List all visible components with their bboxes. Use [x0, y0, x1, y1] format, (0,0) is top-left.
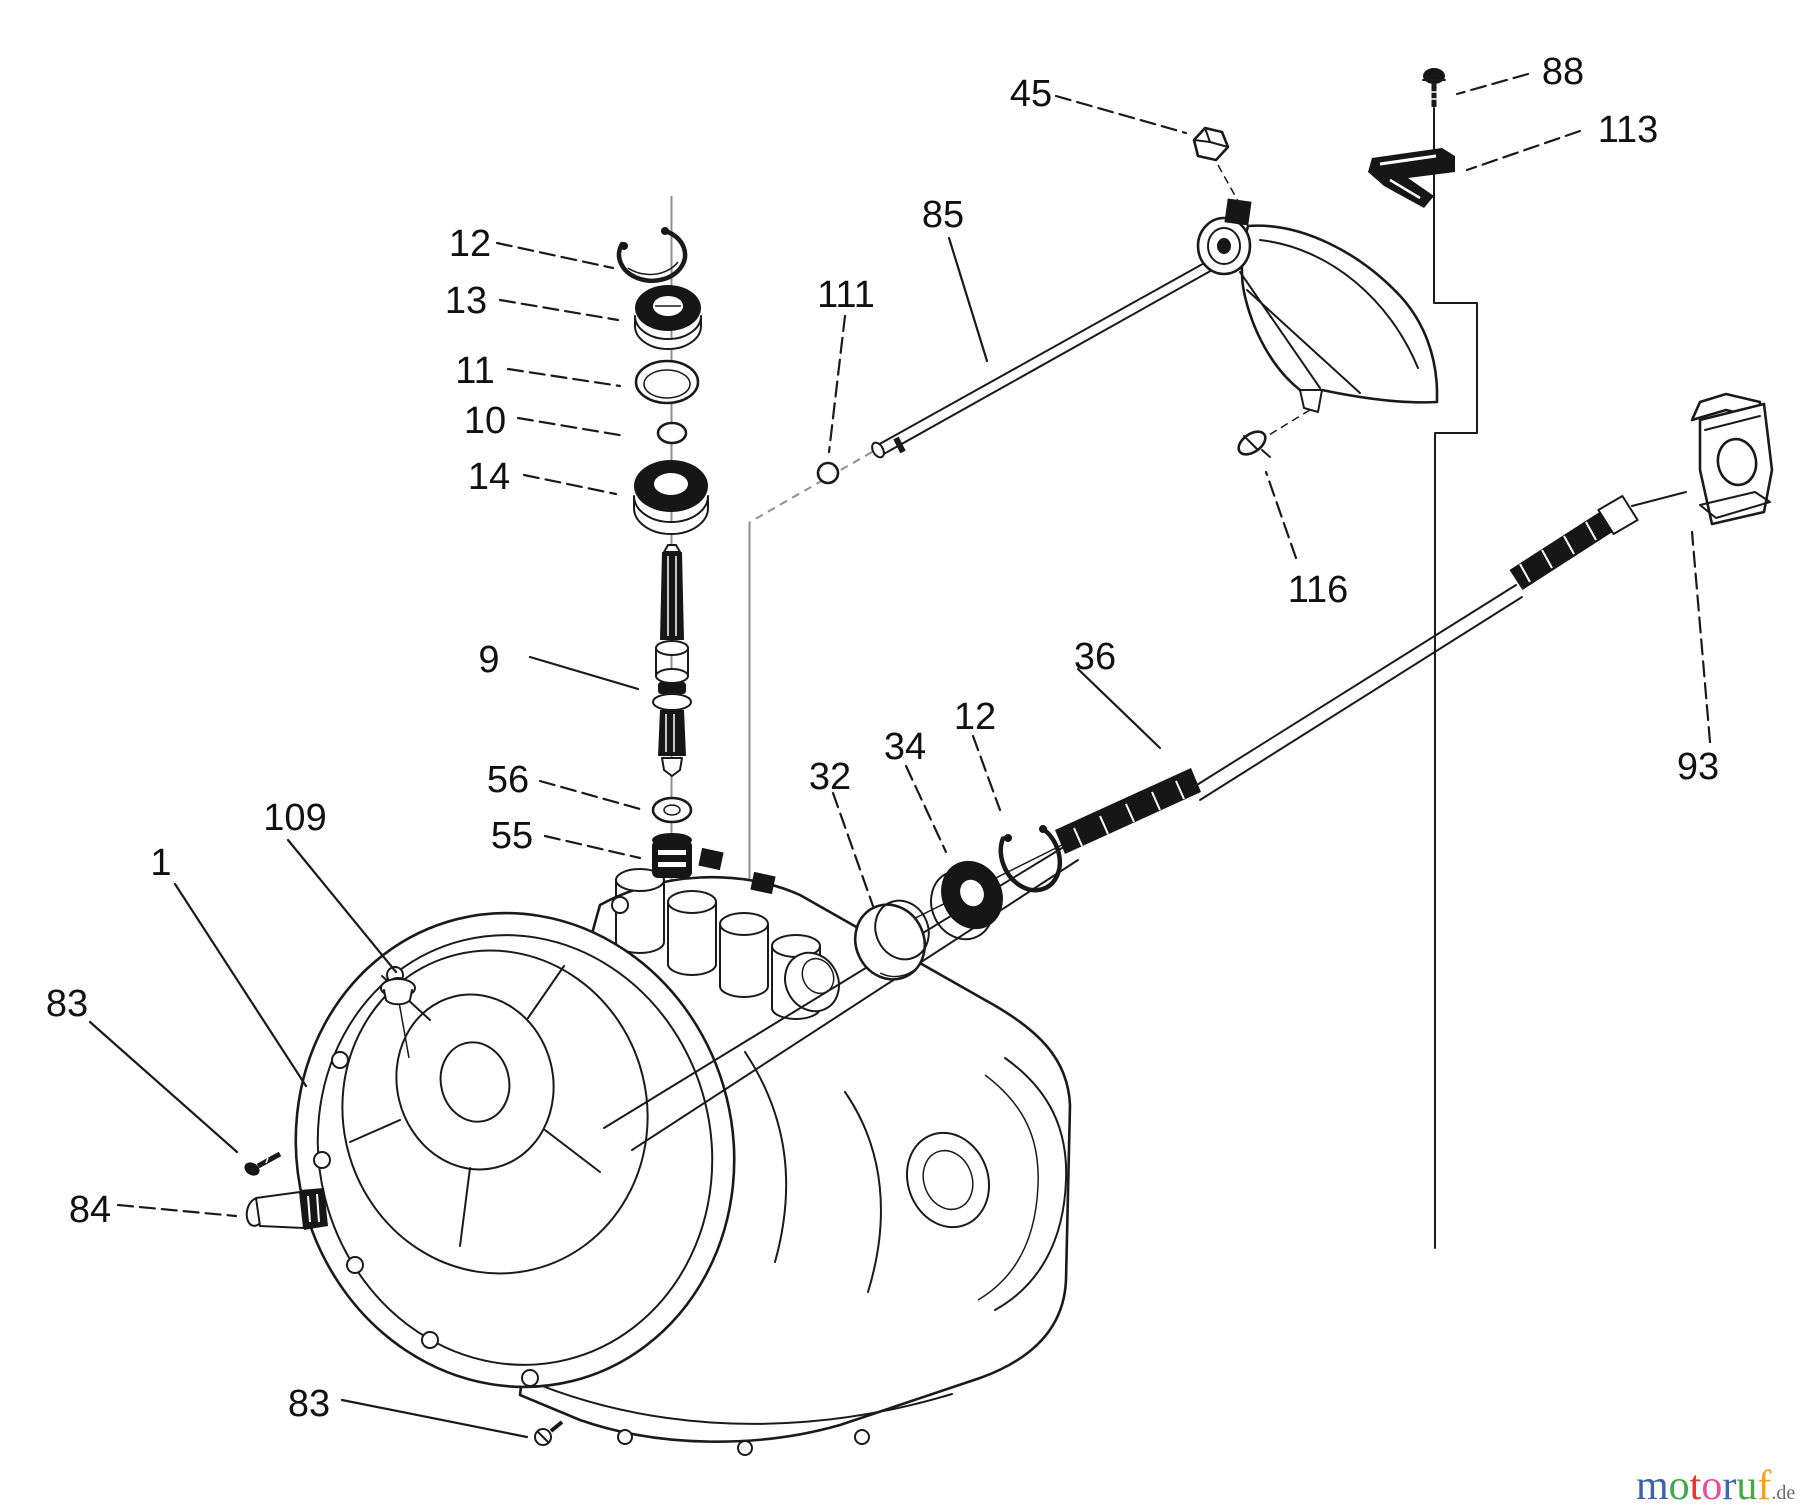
part-label-111: 111: [817, 274, 875, 316]
leader-36: [1076, 667, 1162, 750]
ring-11: [634, 359, 700, 405]
washer-10: [656, 421, 688, 445]
part-label-45: 45: [1010, 73, 1052, 115]
leader-lines: [88, 72, 1712, 1439]
leader-56: [538, 779, 642, 811]
leader-13: [498, 298, 620, 322]
part-label-12-top: 12: [449, 223, 491, 265]
screw-88: [1422, 68, 1446, 107]
leader-12-top: [495, 241, 615, 270]
snap-ring-12-top: [616, 227, 688, 283]
part-label-93: 93: [1677, 746, 1719, 788]
spline-section-inner: [1055, 768, 1201, 854]
bearing-14: [633, 460, 709, 535]
part-label-83-bottom: 83: [288, 1383, 330, 1425]
leader-45: [1054, 94, 1188, 135]
oring-111: [816, 461, 840, 485]
nut-56: [651, 796, 693, 824]
manifold-cylinders: [615, 847, 821, 1020]
plug-84: [245, 1188, 328, 1230]
part-label-83-left: 83: [46, 983, 88, 1025]
bearing-13: [634, 285, 702, 350]
clip-45: [1192, 126, 1230, 162]
part-label-34: 34: [884, 726, 926, 768]
part-label-88: 88: [1542, 51, 1584, 93]
cover-tab: [1299, 389, 1323, 413]
part-labels: 12 13 11 10 14 9 56 55 109 1 83 84 83 45…: [46, 51, 1719, 1425]
part-label-14: 14: [468, 456, 510, 498]
leader-14: [522, 473, 618, 496]
screw-83-left: [244, 1151, 282, 1176]
snap-ring-12-axle: [998, 825, 1062, 893]
bearing-34: [930, 860, 1003, 941]
leader-88: [1455, 72, 1530, 96]
screw-83-bottom: [534, 1420, 564, 1446]
leader-12-axle: [971, 734, 1002, 812]
input-shaft-85: [871, 260, 1215, 459]
cover-hub-bolt: [1224, 198, 1252, 226]
section-boundary-line: [1433, 107, 1478, 1249]
leader-93: [1690, 530, 1712, 744]
part-label-13: 13: [445, 280, 487, 322]
leader-9: [528, 655, 640, 691]
part-label-109: 109: [263, 797, 326, 839]
leader-34: [904, 764, 948, 854]
part-label-12-axle: 12: [954, 696, 996, 738]
leader-11: [506, 367, 622, 388]
leader-84: [116, 1203, 238, 1218]
leader-32: [831, 791, 875, 908]
part-label-113: 113: [1598, 109, 1659, 151]
axle-shaft-36: [603, 491, 1687, 1151]
leader-83-left: [88, 1020, 239, 1154]
leader-113: [1465, 129, 1582, 172]
leader-83-bottom: [340, 1398, 529, 1439]
part-label-36: 36: [1074, 636, 1116, 678]
part-label-1: 1: [150, 842, 171, 884]
part-label-10: 10: [464, 400, 506, 442]
shaft-collar: [1597, 495, 1639, 535]
part-label-11: 11: [455, 350, 494, 392]
bolt-116: [1237, 430, 1271, 458]
pinion-shaft-9: [652, 544, 692, 777]
leader-1: [173, 882, 308, 1088]
leader-111: [827, 314, 847, 454]
spline-section-outer: [1509, 512, 1613, 590]
part-label-56: 56: [487, 759, 529, 801]
watermark-motoruf: motoruf.de: [1636, 1463, 1795, 1509]
fan-cover: [1196, 164, 1439, 439]
bearing-32: [853, 899, 930, 981]
part-label-9: 9: [478, 639, 499, 681]
part-label-32: 32: [809, 756, 851, 798]
part-label-55: 55: [491, 815, 533, 857]
leader-85: [947, 236, 989, 363]
part-label-84: 84: [69, 1189, 111, 1231]
shift-lever-113: [1368, 148, 1455, 208]
part-label-116: 116: [1288, 569, 1349, 611]
transaxle-housing: [294, 847, 1072, 1456]
leader-55: [543, 834, 642, 860]
coupler-55: [652, 833, 692, 878]
part-label-85: 85: [922, 194, 964, 236]
leader-116: [1264, 470, 1298, 560]
watermark-domain-suffix: .de: [1771, 1482, 1795, 1504]
leader-10: [516, 416, 627, 438]
bracket-93: [1690, 392, 1774, 526]
leader-109: [286, 838, 398, 974]
plug-109: [380, 977, 416, 1006]
